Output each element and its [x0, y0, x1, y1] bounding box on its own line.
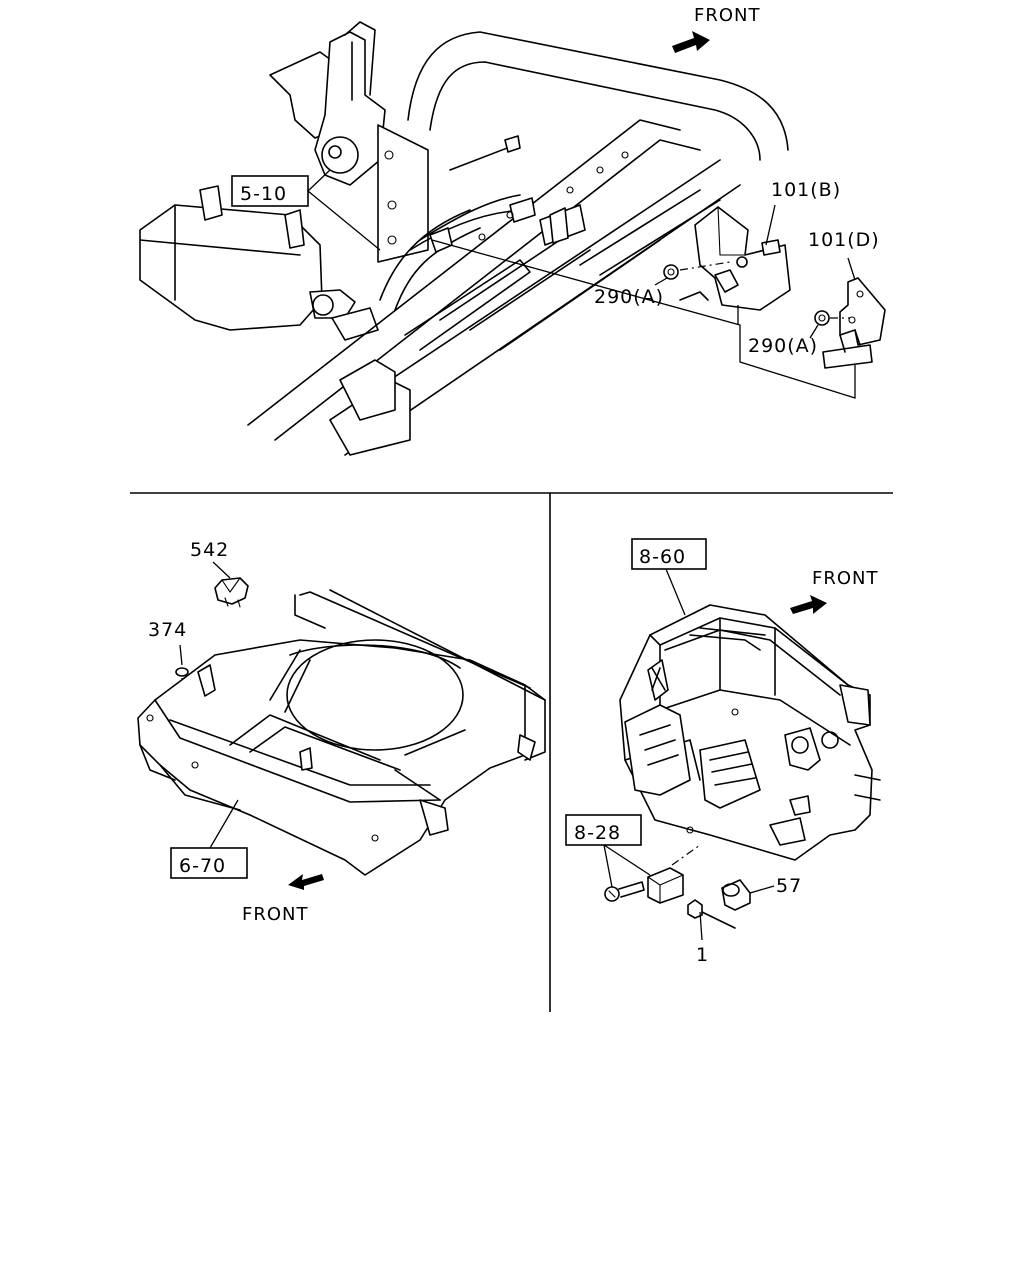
- front-label-bottom-left: FRONT: [242, 904, 309, 925]
- front-label-bottom-right: FRONT: [812, 568, 879, 589]
- heater-unit-icon: [619, 604, 881, 861]
- callout-542: 542: [190, 539, 229, 561]
- sensor-icon: [647, 844, 701, 904]
- bracket-icon: [679, 206, 791, 311]
- top-panel: FRONT: [139, 5, 886, 456]
- front-arrow-icon: [288, 874, 324, 890]
- front-label-top: FRONT: [694, 5, 761, 26]
- callout-57: 57: [776, 875, 802, 897]
- floor-panel-icon: [137, 589, 546, 876]
- callout-6-70: 6-70: [179, 855, 226, 877]
- nut-icon: [814, 310, 850, 326]
- front-arrow-icon: [790, 595, 827, 614]
- clip-icon: [214, 577, 249, 608]
- screw-icon: [604, 881, 645, 902]
- bottom-left-panel: 542 374: [137, 539, 546, 925]
- callout-5-10-box: [231, 175, 309, 207]
- callout-290-a-upper: 290(A): [594, 286, 664, 308]
- callout-101-b: 101(B): [771, 179, 841, 201]
- callout-290-a-lower: 290(A): [748, 335, 818, 357]
- bottom-right-panel: 8-60 FRONT: [565, 538, 881, 966]
- callout-6-70-box: [170, 847, 248, 879]
- callout-5-10: 5-10: [240, 183, 287, 205]
- callout-8-60-box: [631, 538, 707, 570]
- callout-8-28: 8-28: [574, 822, 621, 844]
- callout-374: 374: [148, 619, 187, 641]
- bracket-icon: [822, 277, 886, 369]
- callout-8-60: 8-60: [639, 546, 686, 568]
- callout-8-28-box: [565, 814, 642, 846]
- nut-icon: [663, 261, 731, 280]
- front-arrow-icon: [672, 31, 710, 53]
- callout-1: 1: [696, 944, 709, 966]
- callout-101-d: 101(D): [808, 229, 880, 251]
